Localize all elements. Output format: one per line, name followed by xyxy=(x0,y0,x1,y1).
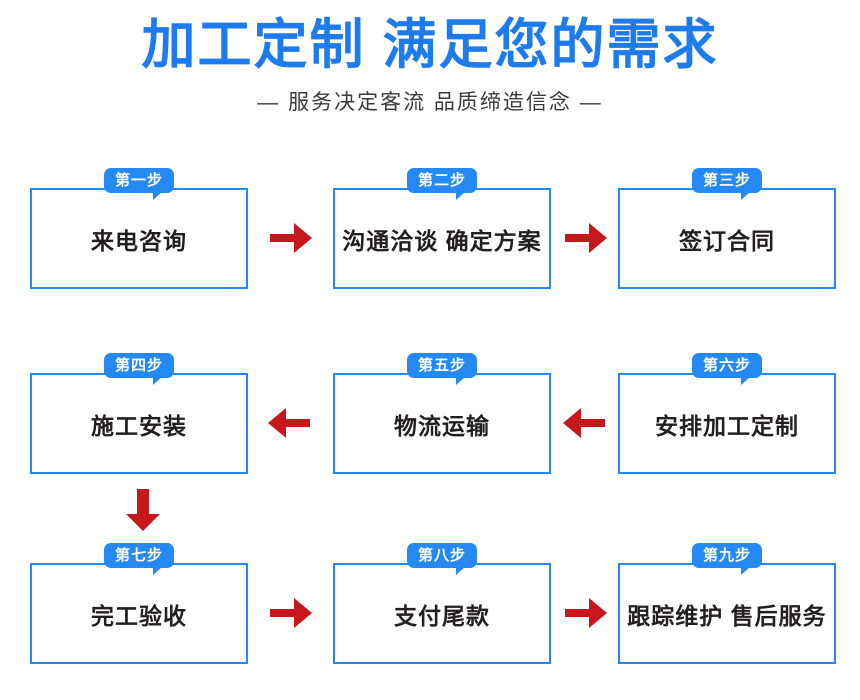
step-label-8: 支付尾款 xyxy=(394,602,490,629)
step-label-9: 跟踪维护 售后服务 xyxy=(627,602,827,629)
step-badge-8: 第八步 xyxy=(406,543,478,575)
step-box-9[interactable]: 第九步 跟踪维护 售后服务 xyxy=(618,543,836,664)
arrow-step4-to-step7 xyxy=(121,487,165,532)
step-label-3: 签订合同 xyxy=(679,227,775,254)
arrow-step2-to-step3 xyxy=(563,219,609,257)
step-label-2: 沟通洽谈 确定方案 xyxy=(342,227,542,254)
step-box-5[interactable]: 第五步 物流运输 xyxy=(333,353,551,474)
step-badge-4: 第四步 xyxy=(103,353,175,385)
step-badge-9: 第九步 xyxy=(691,543,763,575)
step-badge-5: 第五步 xyxy=(406,353,478,385)
arrow-step8-to-step9 xyxy=(563,594,609,632)
step-box-6[interactable]: 第六步 安排加工定制 xyxy=(618,353,836,474)
step-badge-7: 第七步 xyxy=(103,543,175,575)
arrow-step1-to-step2 xyxy=(268,219,314,257)
step-label-4: 施工安装 xyxy=(91,412,187,439)
step-label-6: 安排加工定制 xyxy=(655,412,799,439)
step-badge-6: 第六步 xyxy=(691,353,763,385)
step-box-4[interactable]: 第四步 施工安装 xyxy=(30,353,248,474)
step-box-7[interactable]: 第七步 完工验收 xyxy=(30,543,248,664)
step-badge-2: 第二步 xyxy=(406,168,478,200)
step-box-8[interactable]: 第八步 支付尾款 xyxy=(333,543,551,664)
arrow-step7-to-step8 xyxy=(268,594,314,632)
step-badge-1: 第一步 xyxy=(103,168,175,200)
arrow-step5-to-step4 xyxy=(266,404,312,442)
step-label-5: 物流运输 xyxy=(394,412,490,439)
page-title: 加工定制 满足您的需求 xyxy=(141,15,719,75)
page-subtitle: — 服务决定客流 品质缔造信念 — xyxy=(257,91,603,114)
step-badge-3: 第三步 xyxy=(691,168,763,200)
step-box-2[interactable]: 第二步 沟通洽谈 确定方案 xyxy=(333,168,551,289)
arrow-step6-to-step5 xyxy=(561,404,607,442)
step-box-1[interactable]: 第一步 来电咨询 xyxy=(30,168,248,289)
step-label-7: 完工验收 xyxy=(91,602,187,629)
header: 加工定制 满足您的需求 — 服务决定客流 品质缔造信念 — xyxy=(0,0,860,116)
step-label-1: 来电咨询 xyxy=(91,227,187,254)
step-box-3[interactable]: 第三步 签订合同 xyxy=(618,168,836,289)
